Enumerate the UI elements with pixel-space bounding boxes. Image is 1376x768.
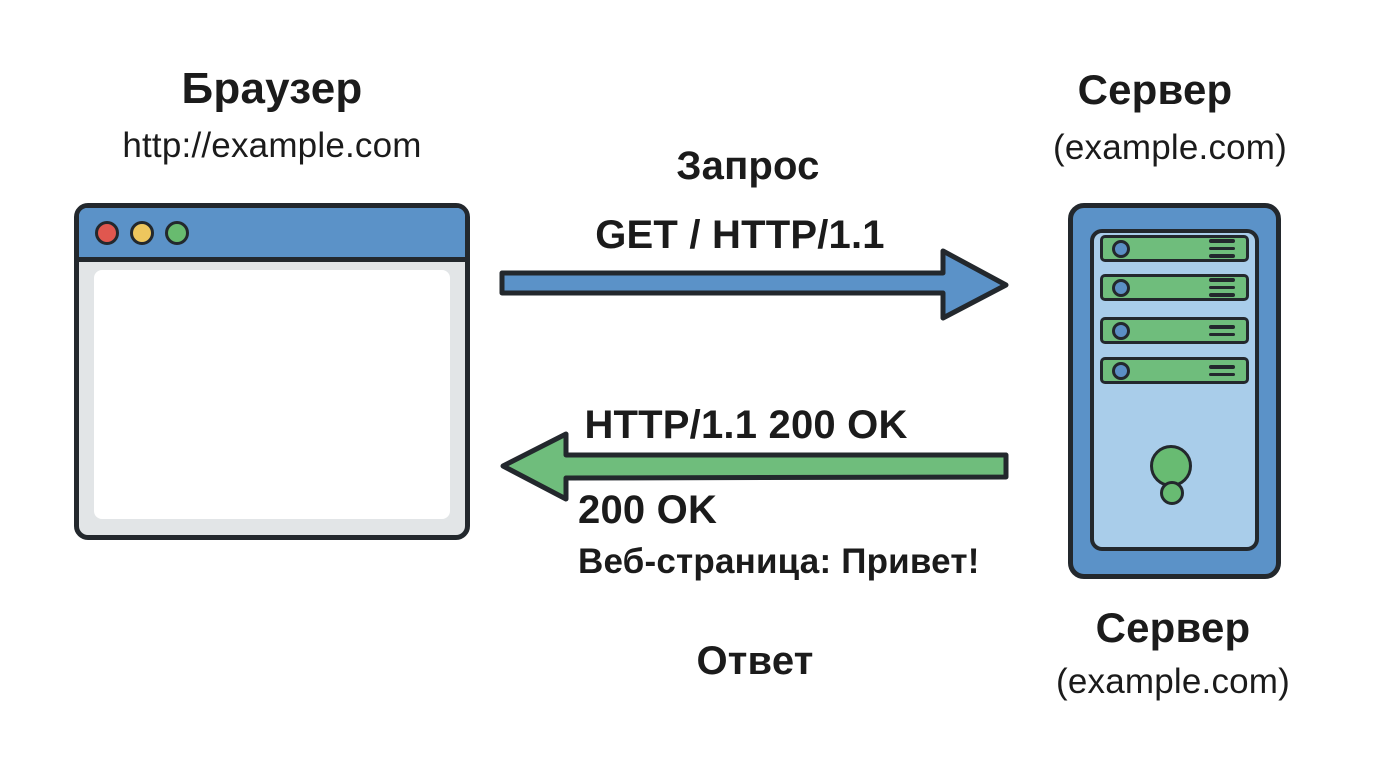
server-drive-bay — [1100, 317, 1249, 344]
drive-led-icon — [1112, 278, 1130, 297]
drive-vents-icon — [1209, 239, 1235, 258]
status-light-icon — [1160, 481, 1184, 505]
browser-title: Браузер — [181, 64, 363, 113]
drive-led-icon — [1112, 321, 1130, 340]
request-message: GET / HTTP/1.1 — [595, 213, 885, 257]
server-top-subtitle: (example.com) — [1052, 128, 1288, 167]
server-bottom-title: Сервер — [1095, 604, 1251, 651]
browser-content-area — [94, 270, 450, 519]
browser-url-label: http://example.com — [122, 126, 422, 165]
server-tower — [1068, 203, 1281, 579]
drive-vents-icon — [1209, 325, 1235, 336]
window-maximize-dot-icon — [165, 220, 189, 245]
drive-led-icon — [1112, 361, 1130, 380]
response-status: 200 OK — [578, 488, 718, 532]
request-arrow-icon — [499, 248, 1009, 321]
server-bottom-subtitle: (example.com) — [1055, 662, 1291, 701]
server-top-title: Сервер — [1077, 66, 1233, 113]
server-drive-bay — [1100, 235, 1249, 262]
window-close-dot-icon — [95, 220, 119, 245]
response-label: Ответ — [696, 639, 814, 683]
server-drive-bay — [1100, 357, 1249, 384]
drive-vents-icon — [1209, 278, 1235, 297]
server-front-panel — [1090, 229, 1259, 551]
server-drive-bay — [1100, 274, 1249, 301]
window-minimize-dot-icon — [130, 220, 154, 245]
response-status-line: HTTP/1.1 200 OK — [584, 403, 908, 447]
drive-vents-icon — [1209, 365, 1235, 376]
browser-titlebar — [79, 208, 465, 262]
request-label: Запрос — [676, 144, 820, 188]
response-body: Веб-страница: Привет! — [578, 542, 980, 581]
browser-window — [74, 203, 470, 540]
drive-led-icon — [1112, 239, 1130, 258]
